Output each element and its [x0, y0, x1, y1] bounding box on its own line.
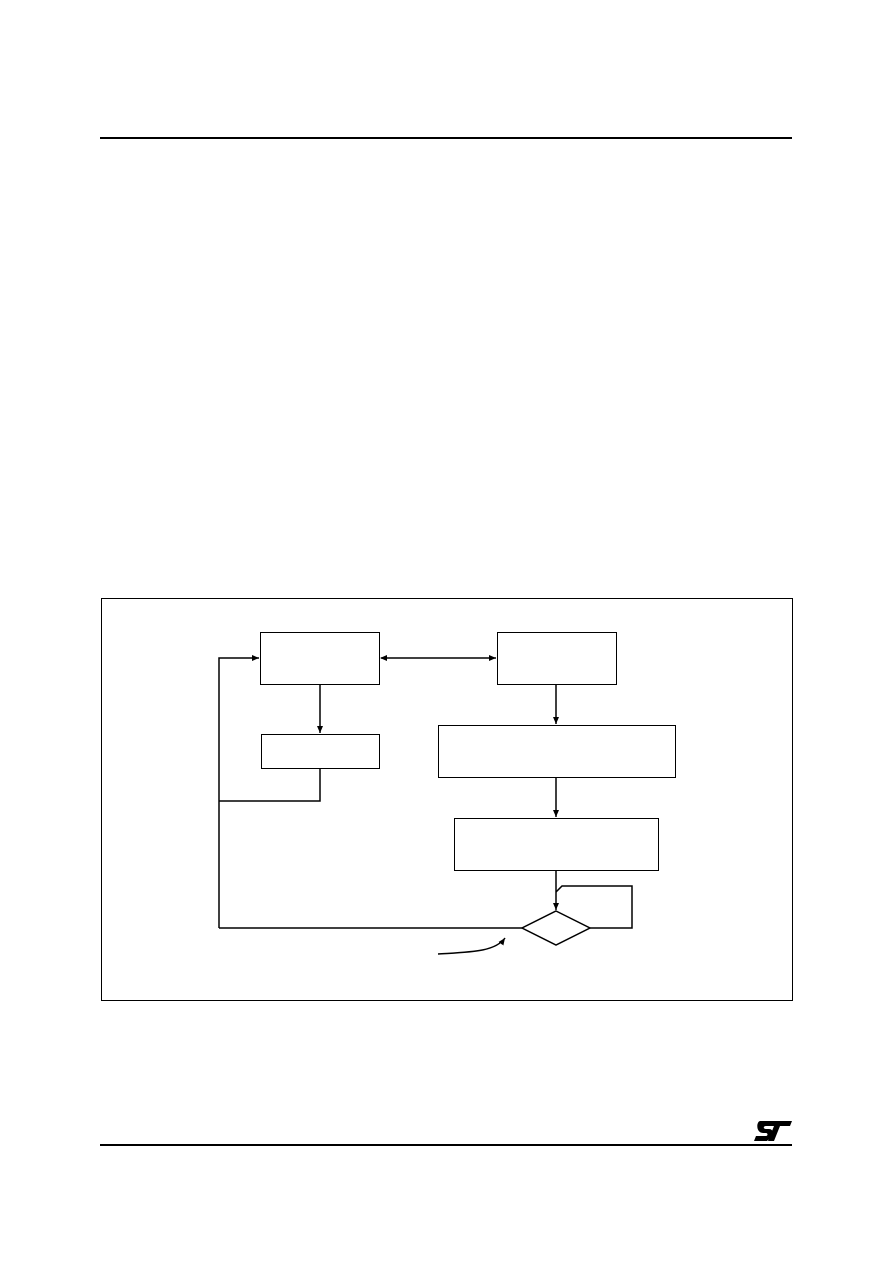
st-logo	[754, 1121, 792, 1141]
diagram-frame	[101, 598, 793, 1001]
flow-box-c	[497, 632, 617, 685]
flow-box-d	[438, 725, 676, 778]
footer-rule	[100, 1144, 792, 1146]
header-rule	[100, 137, 792, 139]
decision-diamond	[520, 910, 592, 946]
feedback-line-to-a	[218, 655, 259, 928]
decision-self-loop	[555, 885, 633, 929]
flow-box-b	[261, 734, 380, 769]
loop-b-to-a	[219, 769, 321, 802]
flow-box-a	[260, 632, 380, 685]
flow-box-e	[454, 818, 659, 871]
annotation-arrow	[437, 937, 506, 955]
